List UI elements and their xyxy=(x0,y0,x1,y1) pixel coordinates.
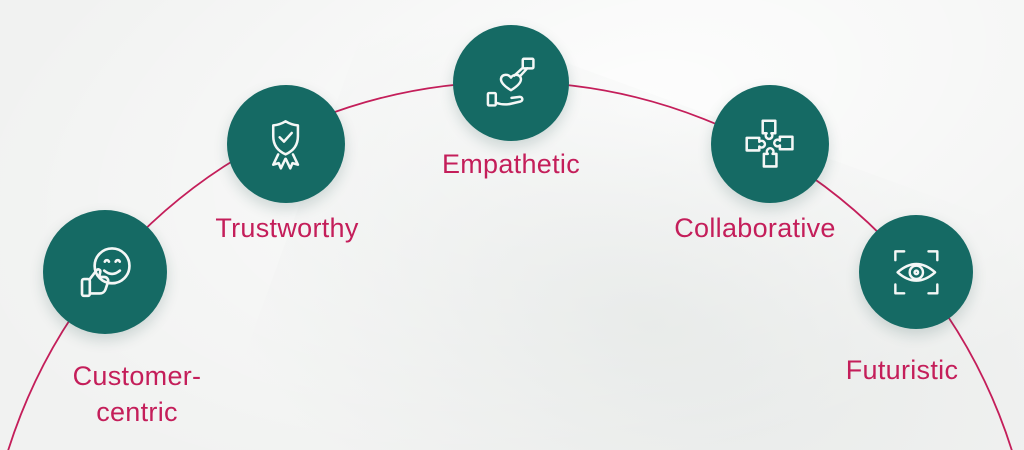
label-line: Customer- xyxy=(72,361,202,391)
eye-focus-icon xyxy=(893,249,939,295)
node-trustworthy xyxy=(227,85,345,203)
badge-check-icon xyxy=(272,120,300,171)
label-empathetic: Empathetic xyxy=(441,149,581,179)
label-customer-centric: Customer- centric xyxy=(17,358,257,430)
label-line: centric xyxy=(96,397,178,427)
node-collaborative xyxy=(711,85,829,203)
label-trustworthy: Trustworthy xyxy=(215,213,359,243)
node-futuristic xyxy=(859,215,973,329)
label-futuristic: Futuristic xyxy=(845,355,959,385)
thumbs-up-smiley-icon xyxy=(80,246,131,297)
hands-holding-heart-icon xyxy=(486,57,535,107)
label-collaborative: Collaborative xyxy=(674,213,836,243)
puzzle-teamwork-icon xyxy=(745,119,795,169)
node-empathetic xyxy=(453,25,569,141)
node-customer-centric xyxy=(43,210,167,334)
